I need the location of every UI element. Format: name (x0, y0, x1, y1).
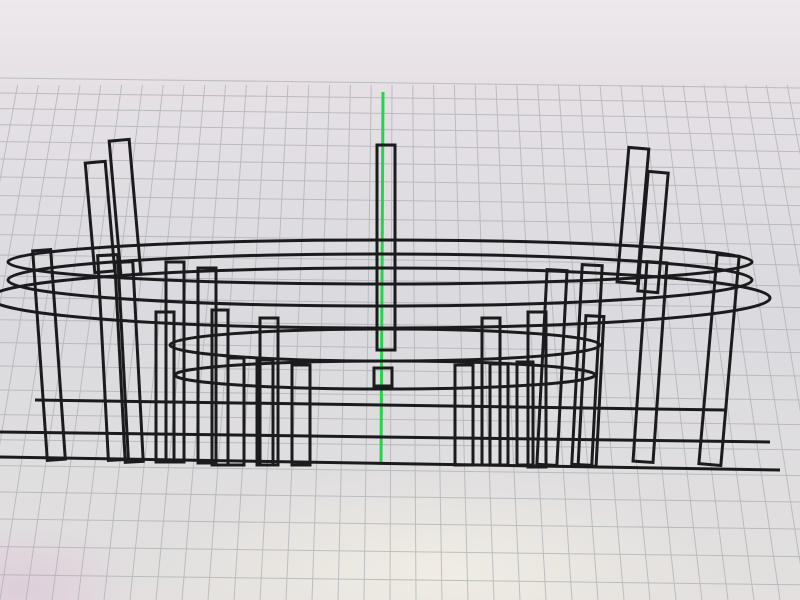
screen-glare-left (0, 380, 400, 600)
grid-line (0, 84, 39, 307)
grid-line (0, 84, 19, 183)
grid-line (0, 389, 800, 401)
wire-pillar (526, 310, 548, 469)
grid-line (0, 439, 800, 451)
wire-ring (6, 252, 754, 308)
grid-line (0, 77, 800, 89)
grid-line (181, 84, 227, 600)
grid-line (537, 84, 573, 600)
grid-line (155, 84, 206, 600)
grid-line (724, 84, 800, 566)
grid-line (495, 84, 521, 600)
grid-line (0, 365, 800, 377)
wire-pillar (453, 363, 475, 467)
wire-pillar (697, 252, 741, 468)
wire-pillar (113, 260, 145, 464)
grid-line (0, 108, 800, 120)
grid-line (433, 84, 443, 600)
wire-pillar (636, 169, 670, 295)
grid-line (259, 84, 289, 600)
grid-line (0, 574, 800, 586)
grid-line (453, 84, 469, 600)
wire-pillar (535, 268, 569, 467)
grid-line (620, 84, 677, 600)
wire-pillar (107, 137, 143, 278)
grid-line (682, 84, 755, 600)
wire-pillar (255, 358, 275, 467)
grid-line (311, 84, 331, 600)
ground-line (34, 398, 726, 412)
wire-pillar (576, 314, 606, 468)
wire-pillar (488, 362, 510, 467)
wire-pillar (631, 259, 669, 465)
grid-line (0, 414, 800, 426)
grid-line (0, 214, 800, 226)
wire-pillar (226, 356, 246, 467)
wire-pillar (196, 266, 218, 465)
grid-line (745, 84, 800, 413)
grid-line (0, 518, 800, 530)
grid-line (474, 84, 495, 600)
grid-line (363, 84, 372, 600)
wire-pillar (96, 253, 130, 462)
wire-pillar (290, 363, 312, 467)
grid-line (0, 158, 800, 170)
wire-pillar (375, 143, 397, 352)
wire-pillar (31, 248, 67, 462)
viewport-grid (0, 77, 800, 600)
grid-line (412, 84, 417, 600)
grid-line (765, 84, 800, 277)
grid-line (0, 491, 800, 503)
wireframe-model (0, 137, 781, 472)
grid-line (516, 84, 547, 600)
grid-line (0, 342, 800, 354)
grid-line (51, 84, 123, 600)
grid-line (0, 124, 800, 136)
grid-line (233, 84, 268, 600)
grid-line (285, 84, 310, 600)
grid-line (337, 84, 351, 600)
grid-line (103, 84, 164, 600)
grid-line (599, 84, 651, 600)
grid-line (0, 141, 800, 153)
wire-ring (6, 238, 754, 286)
wire-pillar (515, 360, 535, 467)
grid-line (661, 84, 729, 600)
wire-pillar (154, 310, 176, 464)
ground-line (0, 455, 781, 472)
grid-line (389, 84, 393, 600)
green-axis-line (379, 91, 385, 466)
grid-line (0, 92, 800, 104)
grid-line (25, 84, 102, 600)
wire-pillar (83, 159, 117, 275)
wire-pillar (372, 366, 394, 388)
grid-line (703, 84, 781, 600)
grid-line (0, 465, 800, 477)
grid-line (0, 546, 800, 558)
